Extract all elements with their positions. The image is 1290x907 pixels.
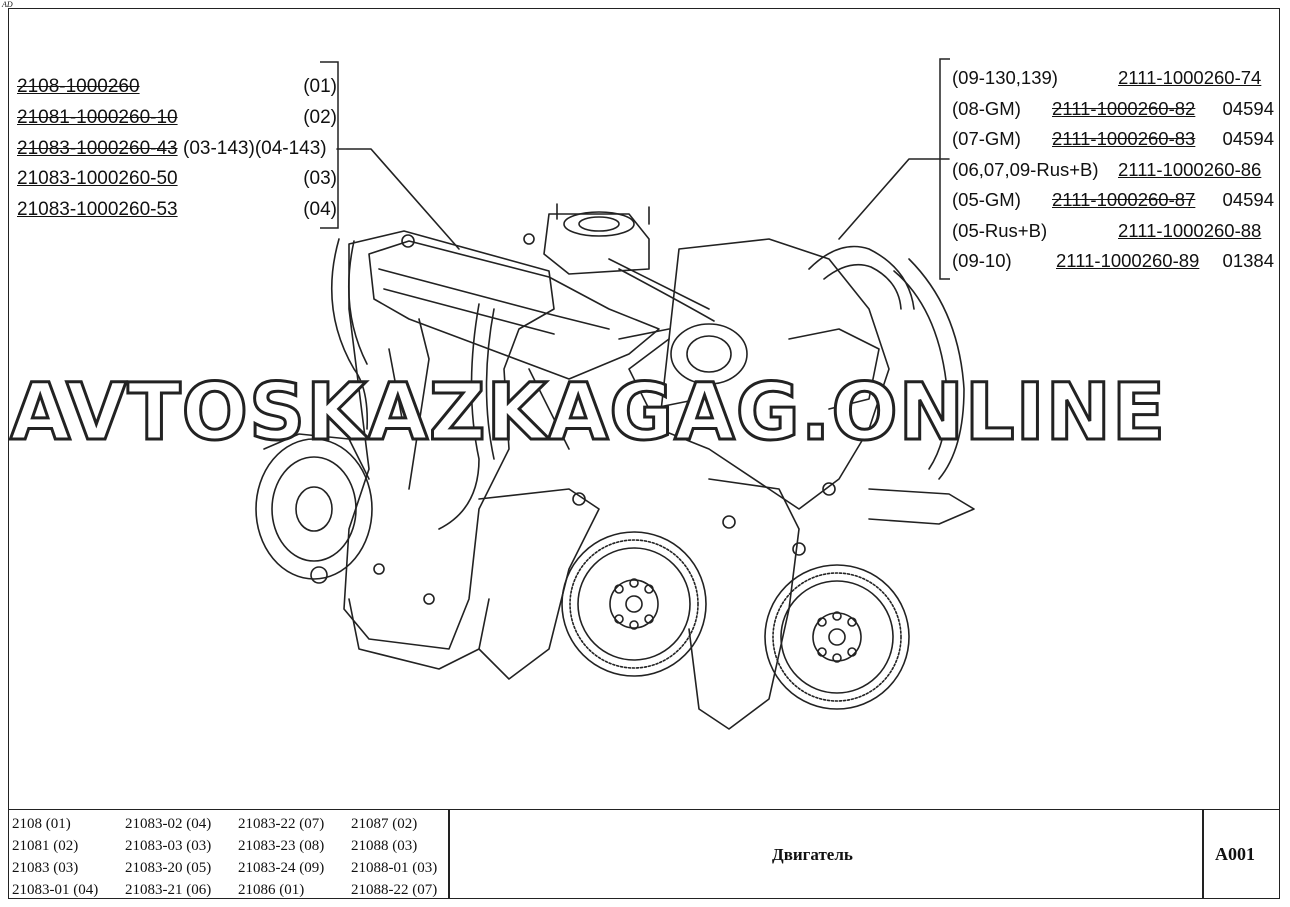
variant-tag: (09-130,139) [952,67,1058,88]
part-number-link[interactable]: 2111-1000260-74 [1118,67,1262,88]
right-part-row: (08-GM) 2111-1000260-82 04594 [952,94,1274,125]
model-entry: 21081 (02) [12,838,79,854]
diagram-title: Двигатель [772,845,853,864]
part-number-link[interactable]: 2108-1000260 [17,76,140,97]
left-part-row: 2108-1000260 (01) [17,72,337,103]
part-number-link[interactable]: 21083-1000260-50 [17,168,178,190]
diagram-code: A001 [1215,844,1255,864]
variant-tag: (05-Rus+B) [952,219,1048,241]
model-column: 21083-22 (07) 21083-23 (08) 21083-24 (09… [238,813,324,901]
model-column: 2108 (01) 21081 (02) 21083 (03) 21083-01… [12,813,98,901]
model-entry: 21083-22 (07) [238,816,325,832]
left-part-row: 21081-1000260-10 (02) [17,103,337,134]
variant-code: 04594 [1222,189,1274,210]
variant-code: (02) [303,106,337,128]
model-entry: 21088-01 (03) [351,860,438,876]
watermark-text: AVTOSKAZKAGAG.ONLINE [8,367,1167,460]
corner-mark: AD [2,0,13,9]
right-part-row: (09-130,139) 2111-1000260-74 [952,63,1274,94]
part-number-link[interactable]: 21081-1000260-10 [17,106,178,128]
model-entry: 21086 (01) [238,882,305,898]
model-entry: 21088 (03) [351,838,418,854]
part-number-link[interactable]: 2111-1000260-83 [1052,128,1196,149]
model-entry: 21083-02 (04) [125,816,212,832]
variant-extra: (03-143)(04-143) [183,137,327,159]
left-part-row: 21083-1000260-50 (03) [17,164,337,195]
right-bracket [939,58,950,280]
right-parts-list: (09-130,139) 2111-1000260-74 (08-GM) 211… [952,63,1274,277]
right-part-row: (06,07,09-Rus+B) 2111-1000260-86 [952,155,1274,186]
right-part-row: (07-GM) 2111-1000260-83 04594 [952,124,1274,155]
left-part-row: 21083-1000260-53 (04) [17,195,337,226]
model-column: 21083-02 (04) 21083-03 (03) 21083-20 (05… [125,813,211,901]
drawing-frame [8,8,1280,899]
left-bracket [320,61,339,229]
right-part-row: (05-Rus+B) 2111-1000260-88 [952,216,1274,247]
part-number-link[interactable]: 21083-1000260-43 [17,137,178,159]
right-part-row: (09-10) 2111-1000260-89 01384 [952,246,1274,277]
variant-code: (01) [303,76,337,97]
title-block: 2108 (01) 21081 (02) 21083 (03) 21083-01… [9,809,1279,899]
model-entry: 21083-23 (08) [238,838,325,854]
model-entry: 21083-21 (06) [125,882,212,898]
variant-code: (03) [303,168,337,190]
model-entry: 2108 (01) [12,816,71,832]
model-column: 21087 (02) 21088 (03) 21088-01 (03) 2108… [351,813,437,901]
variant-tag: (05-GM) [952,189,1021,210]
leader-line-right [838,158,950,240]
left-parts-list: 2108-1000260 (01) 21081-1000260-10 (02) … [17,72,337,226]
footer-divider [448,810,450,899]
variant-code: 04594 [1222,128,1274,149]
part-number-link[interactable]: 2111-1000260-88 [1118,219,1262,241]
model-entry: 21083-20 (05) [125,860,212,876]
variant-tag: (07-GM) [952,128,1021,149]
variant-tag: (08-GM) [952,97,1021,119]
model-entry: 21083-24 (09) [238,860,325,876]
model-entry: 21083-03 (03) [125,838,212,854]
footer-divider [1202,810,1204,899]
model-entry: 21083 (03) [12,860,79,876]
model-entry: 21083-01 (04) [12,882,99,898]
part-number-link[interactable]: 2111-1000260-89 [1056,250,1200,271]
left-part-row: 21083-1000260-43 (03-143)(04-143) [17,134,337,165]
leader-line-left [336,148,460,250]
variant-code: 01384 [1222,250,1274,271]
model-entry: 21087 (02) [351,816,418,832]
part-number-link[interactable]: 2111-1000260-82 [1052,97,1196,119]
model-entry: 21088-22 (07) [351,882,438,898]
part-number-link[interactable]: 21083-1000260-53 [17,199,178,221]
variant-code: 04594 [1222,97,1274,119]
variant-code: (04) [303,199,337,221]
variant-tag: (09-10) [952,250,1012,271]
right-part-row: (05-GM) 2111-1000260-87 04594 [952,185,1274,216]
variant-tag: (06,07,09-Rus+B) [952,158,1099,180]
part-number-link[interactable]: 2111-1000260-86 [1118,158,1262,180]
engine-illustration [255,148,975,730]
part-number-link[interactable]: 2111-1000260-87 [1052,189,1196,210]
